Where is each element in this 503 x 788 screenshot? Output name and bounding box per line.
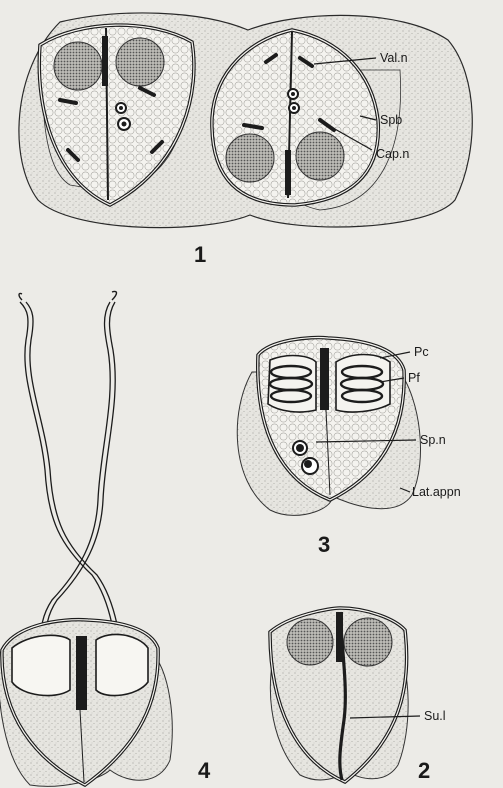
figure-number-4: 4	[198, 758, 211, 783]
fig4-spore: 4	[0, 291, 211, 786]
figure-number-3: 3	[318, 532, 330, 557]
fig2-capsule-right	[344, 618, 392, 666]
fig1-spore-pair: Val.n Spb Cap.n 1	[19, 13, 472, 267]
fig4-capsule-left-empty	[12, 635, 70, 695]
label-val-n: Val.n	[380, 51, 408, 65]
label-spb: Spb	[380, 113, 402, 127]
label-sp-n: Sp.n	[420, 433, 446, 447]
fig1-left-capsule-a	[54, 42, 102, 90]
fig1-left-capsule-b	[116, 38, 164, 86]
label-cap-n: Cap.n	[376, 147, 409, 161]
figure-number-2: 2	[418, 758, 430, 783]
label-su-l: Su.l	[424, 709, 446, 723]
label-pf: Pf	[408, 371, 420, 385]
fig1-right-capsule-b	[296, 132, 344, 180]
label-pc: Pc	[414, 345, 429, 359]
fig1-right-capsule-a	[226, 134, 274, 182]
figure-number-1: 1	[194, 242, 206, 267]
label-lat-appn: Lat.appn	[412, 485, 461, 499]
fig2-capsule-left	[287, 619, 333, 665]
fig3-spore: Pc Pf Sp.n Lat.appn 3	[237, 338, 460, 557]
fig4-capsule-right-empty	[96, 634, 148, 695]
fig3-capsule-left	[268, 356, 316, 412]
fig2-spore: Su.l 2	[270, 608, 446, 783]
